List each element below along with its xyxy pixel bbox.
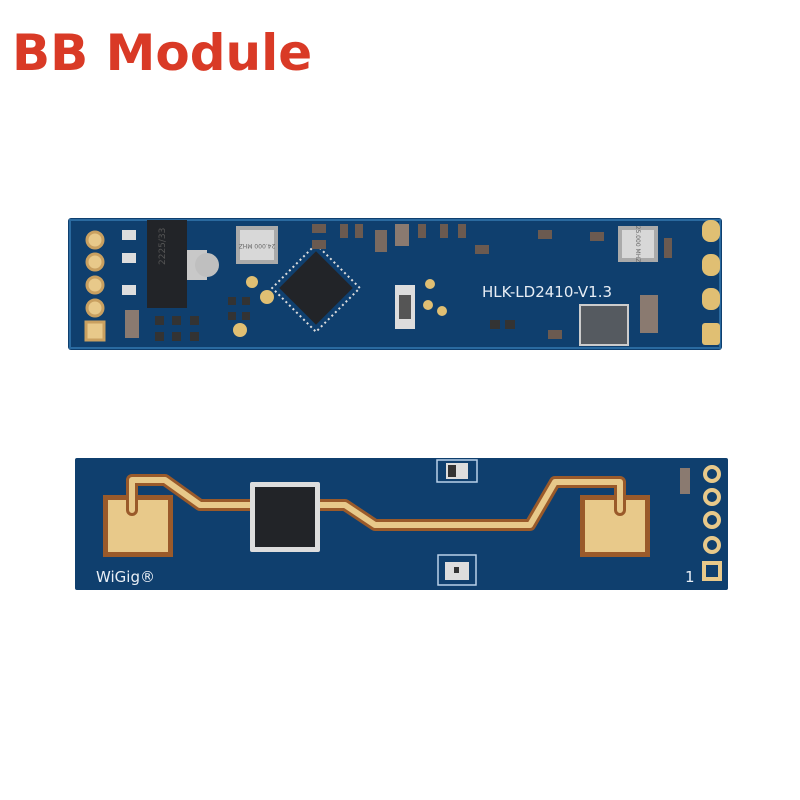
smd-components [125, 224, 672, 341]
bottom-header-pins [702, 465, 722, 581]
crystal-oscillator-2: 25.000 MHZ [618, 226, 658, 263]
model-silkscreen-label: HLK-LD2410-V1.3 [482, 283, 612, 301]
radar-soc-chip [270, 242, 362, 334]
test-pads [233, 276, 447, 337]
power-inductor [579, 304, 629, 346]
mmwave-transceiver-chip [250, 482, 320, 552]
crystal-oscillator-1: 24.000 MHZ [236, 226, 278, 264]
regulator-marking: 2225/33 [158, 228, 168, 265]
top-edge-pads [702, 220, 720, 345]
microstrip-feed-lines [126, 474, 626, 531]
bottom-pcb-board: WiGig® 1 [75, 458, 728, 590]
voltage-regulator: 2225/33 [122, 220, 219, 308]
crystal-2-marking: 25.000 MHZ [634, 226, 641, 263]
crystal-1-marking: 24.000 MHZ [239, 242, 276, 249]
top-pcb-edge [69, 219, 721, 349]
bottom-smd-components [436, 459, 690, 586]
title-heading: BB Module [12, 24, 313, 82]
top-header-pins [84, 230, 106, 342]
top-pcb-board: 2225/33 24.000 MHZ [68, 218, 722, 350]
pin-1-label: 1 [685, 568, 695, 586]
brand-silkscreen-label: WiGig® [96, 568, 155, 586]
